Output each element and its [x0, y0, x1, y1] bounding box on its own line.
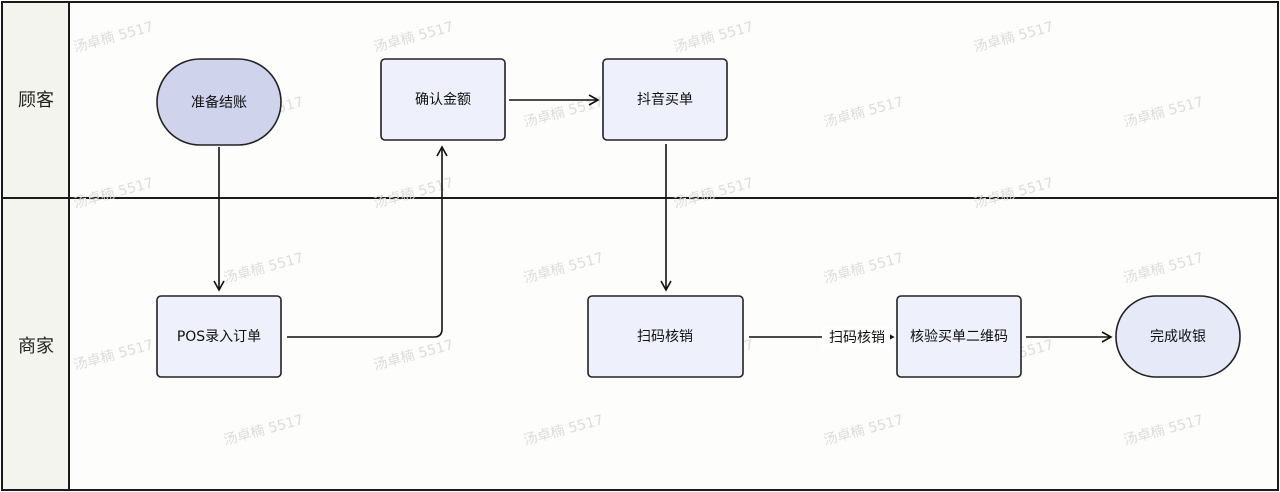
edge-label-scan-writeoff: 扫码核销 — [829, 330, 885, 346]
node-shape-process — [896, 295, 1022, 378]
node-prepare-checkout: 准备结账 — [156, 58, 282, 146]
node-shape-process — [587, 295, 744, 378]
node-confirm-amount: 确认金额 — [380, 58, 506, 141]
node-shape-terminal — [1115, 295, 1241, 378]
node-shape-terminal — [156, 58, 282, 146]
node-shape-process — [380, 58, 506, 141]
node-label-prepare-checkout: 准备结账 — [191, 94, 247, 111]
node-label-scan-writeoff: 扫码核销 — [637, 329, 693, 345]
node-douyin-pay: 抖音买单 — [602, 58, 728, 141]
node-label-confirm-amount: 确认金额 — [415, 92, 471, 108]
node-pos-entry: POS录入订单 — [156, 295, 282, 378]
node-label-douyin-pay: 抖音买单 — [637, 91, 693, 108]
node-shape-process — [156, 295, 282, 378]
node-finish-checkout: 完成收银 — [1115, 295, 1241, 378]
edge-label-background — [822, 326, 890, 348]
lane-header-customer — [1, 1, 70, 199]
node-label-pos-entry: POS录入订单 — [177, 329, 261, 345]
edge-pos-to-confirm — [287, 145, 448, 338]
lane-label-merchant: 商家 — [18, 336, 54, 357]
node-verify-qr: 核验买单二维码 — [896, 295, 1022, 378]
node-label-finish-checkout: 完成收银 — [1150, 329, 1206, 345]
lane-label-customer: 顾客 — [18, 90, 54, 111]
node-label-verify-qr: 核验买单二维码 — [910, 329, 1008, 345]
node-scan-writeoff: 扫码核销 — [587, 295, 744, 378]
node-shape-process — [602, 58, 728, 141]
